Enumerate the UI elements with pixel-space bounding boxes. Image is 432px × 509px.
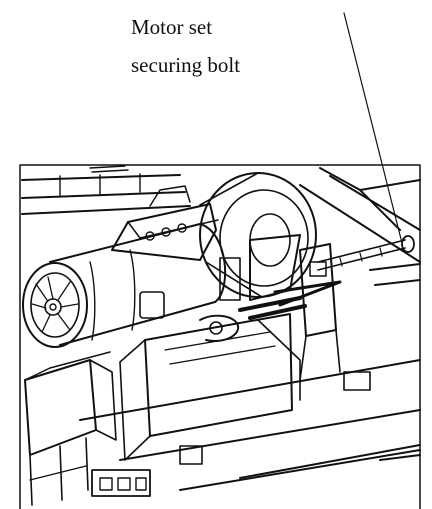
callout-line-2: securing bolt <box>131 53 241 77</box>
motor-assembly <box>21 165 421 506</box>
motor-end-cap <box>22 262 88 348</box>
leader-line <box>343 12 403 244</box>
callout-line-1: Motor set <box>131 15 213 39</box>
figure-frame <box>19 164 421 509</box>
callout-label: Motor set securing bolt <box>131 8 240 84</box>
